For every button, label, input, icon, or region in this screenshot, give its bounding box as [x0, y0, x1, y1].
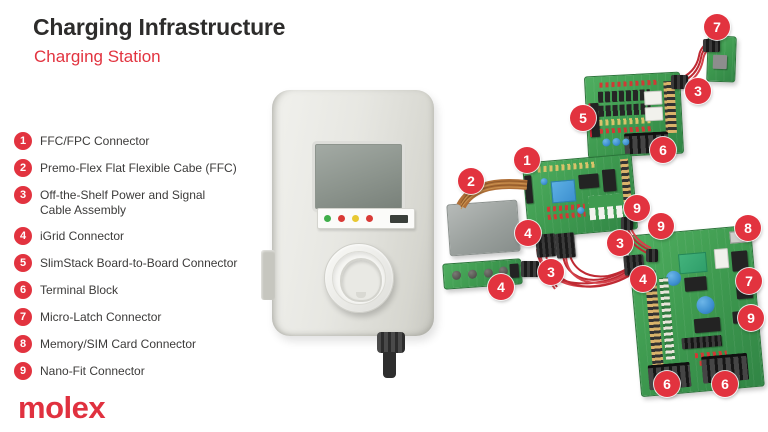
blue-relay — [550, 179, 577, 204]
cable-stem — [383, 352, 396, 378]
mini-display — [390, 214, 408, 223]
callout-3: 3 — [538, 259, 564, 285]
device-screen — [315, 144, 402, 209]
legend-item: 4 iGrid Connector — [14, 227, 254, 245]
legend-item-label: Premo-Flex Flat Flexible Cabe (FFC) — [40, 161, 237, 175]
callout-4: 4 — [488, 274, 514, 300]
capacitor — [540, 177, 548, 186]
capacitor — [695, 295, 716, 315]
lcd-display-panel — [446, 199, 521, 257]
charging-socket-ring — [332, 251, 386, 305]
optocoupler-row — [597, 89, 651, 103]
igrid-header — [509, 263, 520, 279]
relay — [644, 106, 664, 122]
micro-latch-plug — [703, 39, 720, 52]
legend-item: 2 Premo-Flex Flat Flexible Cabe (FFC) — [14, 159, 254, 177]
legend-item-label: Nano-Fit Connector — [40, 364, 145, 378]
legend-item: 8 Memory/SIM Card Connector — [14, 335, 254, 353]
relay — [643, 90, 663, 106]
legend-item: 3 Off-the-Shelf Power and Signal Cable A… — [14, 186, 254, 218]
callout-9: 9 — [624, 195, 650, 221]
callout-9: 9 — [648, 213, 674, 239]
ic-chip — [578, 173, 600, 190]
dip-socket — [681, 334, 723, 350]
charging-station-illustration — [261, 90, 434, 378]
legend-item-label: Off-the-Shelf Power and Signal Cable Ass… — [40, 188, 206, 217]
led-indicator-bar — [317, 208, 415, 229]
status-led-red — [338, 215, 345, 222]
callout-3: 3 — [607, 230, 633, 256]
chip — [712, 54, 728, 70]
legend-item: 5 SlimStack Board-to-Board Connector — [14, 254, 254, 272]
device-side-tab — [261, 250, 275, 300]
molex-logo: molex — [18, 390, 106, 425]
callout-1: 1 — [514, 147, 540, 173]
igrid-plug — [521, 261, 539, 277]
ic-chip — [601, 168, 617, 192]
callout-7: 7 — [704, 14, 730, 40]
callout-2: 2 — [458, 168, 484, 194]
callout-7: 7 — [736, 268, 762, 294]
capacitor — [612, 137, 621, 147]
legend-number-badge: 1 — [14, 132, 32, 150]
ffc-fpc-connector — [524, 175, 534, 204]
callout-5: 5 — [570, 105, 596, 131]
component-row — [537, 161, 596, 173]
legend-item-label: iGrid Connector — [40, 229, 125, 243]
optocoupler-row — [598, 103, 651, 117]
nano-fit-plug — [646, 249, 658, 262]
capacitor — [602, 138, 611, 147]
igrid-connector — [554, 232, 577, 259]
relay — [684, 275, 708, 292]
legend-number-badge: 5 — [14, 254, 32, 272]
legend-number-badge: 2 — [14, 159, 32, 177]
legend-item: 1 FFC/FPC Connector — [14, 132, 254, 150]
legend-item: 9 Nano-Fit Connector — [14, 362, 254, 380]
callout-3: 3 — [685, 78, 711, 104]
legend-number-badge: 8 — [14, 335, 32, 353]
component-row — [599, 117, 652, 126]
callout-9: 9 — [738, 305, 764, 331]
callout-6: 6 — [650, 137, 676, 163]
legend-item: 7 Micro-Latch Connector — [14, 308, 254, 326]
page-title: Charging Infrastructure — [33, 14, 286, 40]
callout-6: 6 — [712, 371, 738, 397]
status-led-red2 — [366, 215, 373, 222]
legend: 1 FFC/FPC Connector 2 Premo-Flex Flat Fl… — [14, 132, 254, 389]
legend-item-label: FFC/FPC Connector — [40, 134, 150, 148]
socket-notch — [356, 292, 366, 298]
relay — [693, 316, 721, 334]
green-module — [677, 251, 708, 275]
callout-8: 8 — [735, 215, 761, 241]
component-row — [599, 79, 660, 88]
button — [467, 269, 478, 280]
status-led-green — [324, 215, 331, 222]
legend-number-badge: 4 — [14, 227, 32, 245]
relay — [713, 248, 730, 270]
legend-number-badge: 7 — [14, 308, 32, 326]
charging-socket-inlet — [340, 258, 382, 302]
relay-bank — [588, 193, 625, 221]
page-subtitle: Charging Station — [34, 47, 161, 66]
button — [451, 270, 462, 281]
callout-4: 4 — [630, 266, 656, 292]
legend-item-label: Memory/SIM Card Connector — [40, 337, 197, 351]
charging-socket — [324, 243, 394, 313]
legend-item-label: SlimStack Board-to-Board Connector — [40, 256, 238, 270]
callout-4: 4 — [515, 220, 541, 246]
callout-6: 6 — [654, 371, 680, 397]
cable-gland — [377, 332, 405, 353]
legend-number-badge: 6 — [14, 281, 32, 299]
status-led-yellow — [352, 215, 359, 222]
legend-item: 6 Terminal Block — [14, 281, 254, 299]
legend-number-badge: 3 — [14, 186, 32, 204]
legend-number-badge: 9 — [14, 362, 32, 380]
legend-item-label: Micro-Latch Connector — [40, 310, 162, 324]
legend-item-label: Terminal Block — [40, 283, 119, 297]
